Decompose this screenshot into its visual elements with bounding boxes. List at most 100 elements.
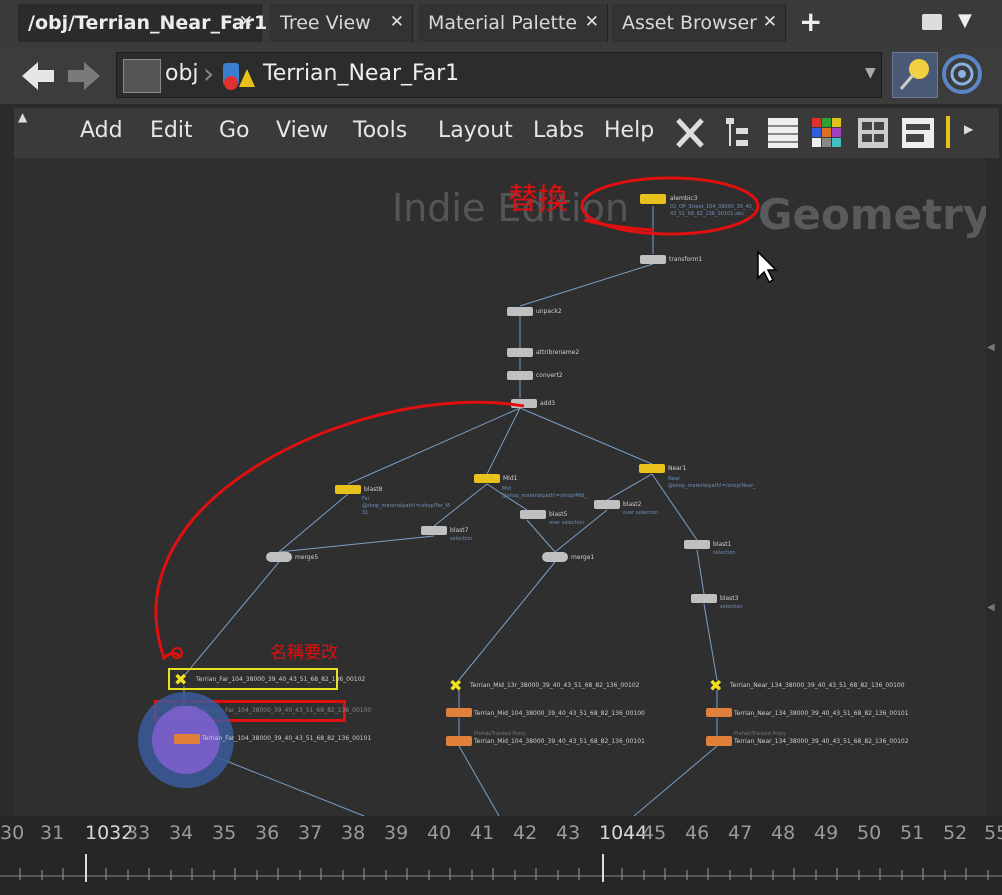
close-icon[interactable]: ✕ <box>238 12 253 32</box>
chevron-down-icon[interactable]: ▼ <box>958 10 972 31</box>
timeline-tick: 47 <box>728 822 753 844</box>
tab-tree-view[interactable]: Tree View ✕ <box>270 4 413 42</box>
close-icon[interactable]: ✕ <box>389 12 404 32</box>
timeline-tick: 31 <box>40 822 65 844</box>
node-blast2[interactable] <box>594 500 620 509</box>
target-icon[interactable] <box>940 52 984 96</box>
node-label: Terrian_Far_104_38000_39_40_43_51_68_82_… <box>202 707 372 714</box>
timeline-tick: 30 <box>0 822 25 844</box>
obj-icon <box>123 59 161 93</box>
forward-arrow-icon[interactable] <box>64 56 104 96</box>
node-blast1[interactable] <box>684 540 710 549</box>
timeline-tick: 55 <box>984 822 1002 844</box>
node-sub: 02_OP_Street_104_38000_39_40_ <box>670 204 755 210</box>
node-blast-near[interactable] <box>639 464 665 473</box>
network-editor[interactable]: Indie Edition Geometry <box>14 158 986 816</box>
node-mid-rop[interactable] <box>446 736 472 746</box>
node-sub: Prefab/Tracked Proxy <box>474 731 527 737</box>
node-label: blast8 <box>364 486 383 493</box>
annotation-strokes <box>154 176 760 661</box>
node-label: Terrian_Mid_104_38000_39_40_43_51_68_82_… <box>474 710 645 717</box>
node-sub: @shop_materialpath!=/shop/Far_M <box>362 503 450 509</box>
scroll-right-icon[interactable]: ▶ <box>964 122 974 136</box>
node-alembic[interactable] <box>640 194 666 204</box>
timeline-tick: 34 <box>169 822 194 844</box>
close-icon[interactable]: ✕ <box>762 12 777 32</box>
menu-help[interactable]: Help <box>604 118 655 143</box>
node-attribrename[interactable] <box>507 348 533 357</box>
node-blast-far[interactable] <box>335 485 361 494</box>
node-blast5[interactable] <box>520 510 546 519</box>
tab-label: /obj/Terrian_Near_Far1 <box>28 12 268 34</box>
tree-list-icon[interactable] <box>722 114 752 152</box>
node-merge1[interactable] <box>542 552 568 562</box>
tab-material-palette[interactable]: Material Palette ✕ <box>418 4 608 42</box>
null-node-mid-icon[interactable]: ✖ <box>449 676 463 695</box>
node-near-rop[interactable] <box>706 736 732 746</box>
menu-add[interactable]: Add <box>80 118 123 143</box>
node-mid-output[interactable] <box>446 708 472 717</box>
node-unpack[interactable] <box>507 307 533 316</box>
timeline-tick: 1032 <box>85 822 134 844</box>
timeline[interactable]: 30 31 1032 33 34 35 36 37 38 39 40 41 42… <box>0 816 1002 895</box>
null-node-near-icon[interactable]: ✖ <box>709 676 723 695</box>
node-add[interactable] <box>511 399 537 408</box>
node-far-rop[interactable] <box>174 734 200 744</box>
node-label: Terrian_Near_134_38000_39_40_43_51_68_82… <box>730 682 905 689</box>
timeline-tick: 41 <box>470 822 495 844</box>
node-blast3[interactable] <box>691 594 717 603</box>
timeline-tick: 39 <box>384 822 409 844</box>
geometry-node-icon <box>223 63 255 90</box>
node-blast7[interactable] <box>421 526 447 535</box>
timeline-tick: 48 <box>771 822 796 844</box>
close-icon[interactable]: ✕ <box>584 12 599 32</box>
watermark-context: Geometry <box>758 190 986 239</box>
add-tab-icon[interactable]: + <box>799 5 823 38</box>
node-near-output[interactable] <box>706 708 732 717</box>
mouse-cursor-icon <box>757 250 778 284</box>
node-transform[interactable] <box>640 255 666 264</box>
node-sub: @shop_materialpath!=/shop/Mid_ <box>502 493 587 499</box>
node-blast-mid[interactable] <box>474 474 500 483</box>
tab-label: Asset Browser <box>622 12 757 34</box>
tab-network[interactable]: /obj/Terrian_Near_Far1 ✕ <box>18 4 267 42</box>
pane-menu-icon[interactable] <box>922 14 942 30</box>
menu-tools[interactable]: Tools <box>353 118 408 143</box>
node-label: Terrian_Near_134_38000_39_40_43_51_68_82… <box>734 710 909 717</box>
path-root[interactable]: obj <box>165 61 199 86</box>
tab-asset-browser[interactable]: Asset Browser ✕ <box>612 4 786 42</box>
menu-layout[interactable]: Layout <box>438 118 513 143</box>
collapse-right-icon[interactable]: ◀ <box>987 342 995 353</box>
node-sub: over selection <box>623 510 659 516</box>
node-label: Terrian_Far_104_38000_39_40_43_51_68_82_… <box>202 735 372 742</box>
path-current[interactable]: Terrian_Near_Far1 <box>263 61 460 86</box>
wrench-icon[interactable] <box>672 114 710 152</box>
list-view-icon[interactable] <box>766 114 800 152</box>
node-sub: over selection <box>549 520 585 526</box>
node-sub: selection <box>713 550 736 556</box>
node-merge5[interactable] <box>266 552 292 562</box>
node-convert[interactable] <box>507 371 533 380</box>
timeline-tick: 42 <box>513 822 538 844</box>
menu-view[interactable]: View <box>276 118 329 143</box>
timeline-tick: 50 <box>857 822 882 844</box>
color-palette-icon[interactable] <box>810 114 844 152</box>
timeline-tick: 45 <box>642 822 667 844</box>
path-field[interactable]: obj › Terrian_Near_Far1 ▼ <box>116 52 882 98</box>
menu-edit[interactable]: Edit <box>150 118 193 143</box>
parameter-pane-icon[interactable] <box>900 114 936 152</box>
pin-button[interactable] <box>892 52 938 98</box>
timeline-tick: 49 <box>814 822 839 844</box>
back-arrow-icon[interactable] <box>18 56 58 96</box>
scroll-up-icon[interactable]: ▲ <box>18 110 28 124</box>
menu-labs[interactable]: Labs <box>533 118 585 143</box>
grid-layout-icon[interactable] <box>856 114 890 152</box>
collapse-right-icon[interactable]: ◀ <box>987 602 995 613</box>
timeline-tick: 35 <box>212 822 237 844</box>
null-node-far-icon[interactable]: ✖ <box>174 670 188 689</box>
node-label: attribrename2 <box>536 349 580 356</box>
menu-go[interactable]: Go <box>219 118 250 143</box>
tab-label: Material Palette <box>428 12 578 34</box>
chevron-down-icon[interactable]: ▼ <box>865 65 876 81</box>
tab-label: Tree View <box>280 12 371 34</box>
